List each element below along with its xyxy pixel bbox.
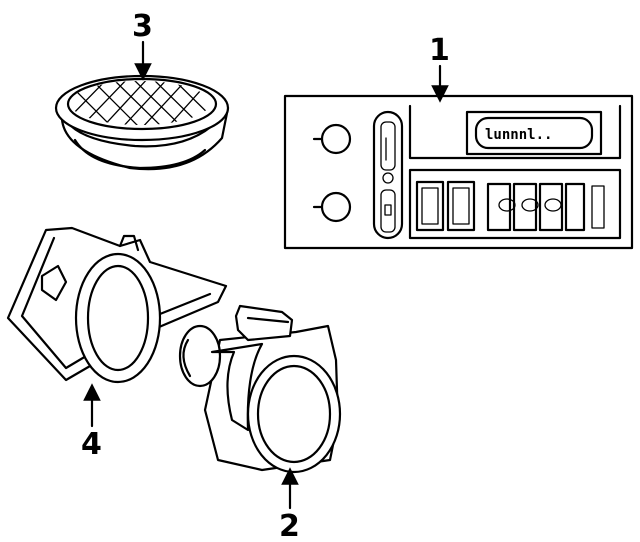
callout-1: 1 bbox=[429, 33, 450, 68]
radio-control-head-part-1: lunnnl.. bbox=[283, 94, 634, 250]
rocker-switch bbox=[372, 110, 404, 240]
button-bay bbox=[408, 168, 622, 240]
knob-lower bbox=[312, 191, 352, 223]
display-bay: lunnnl.. bbox=[408, 104, 622, 160]
callout-3: 3 bbox=[132, 9, 153, 44]
speaker-bracket-part-4 bbox=[6, 226, 228, 384]
callout-2: 2 bbox=[279, 509, 300, 542]
callout-4: 4 bbox=[81, 427, 102, 462]
speaker-grille-part-3 bbox=[54, 74, 230, 171]
knob-upper bbox=[312, 123, 352, 155]
speaker-part-2 bbox=[178, 304, 342, 474]
radio-display-text: lunnnl.. bbox=[485, 127, 552, 143]
